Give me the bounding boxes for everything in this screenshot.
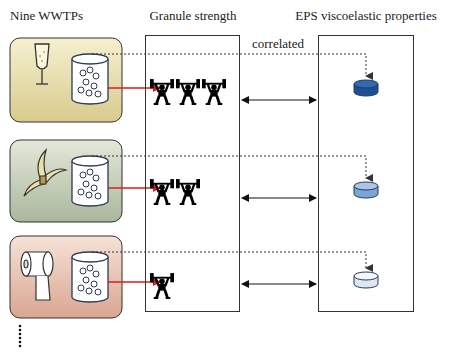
correlation-arrow	[242, 283, 316, 284]
panel-heading: EPS viscoelastic properties	[295, 8, 437, 24]
correlation-arrow	[242, 197, 316, 198]
correlation-arrow	[242, 99, 316, 100]
annotation-label: correlated	[250, 36, 306, 52]
strength-panel	[145, 35, 240, 312]
column-heading: Nine WWTPs	[8, 8, 85, 24]
panel-heading: Granule strength	[149, 8, 236, 24]
eps-panel	[318, 35, 414, 312]
